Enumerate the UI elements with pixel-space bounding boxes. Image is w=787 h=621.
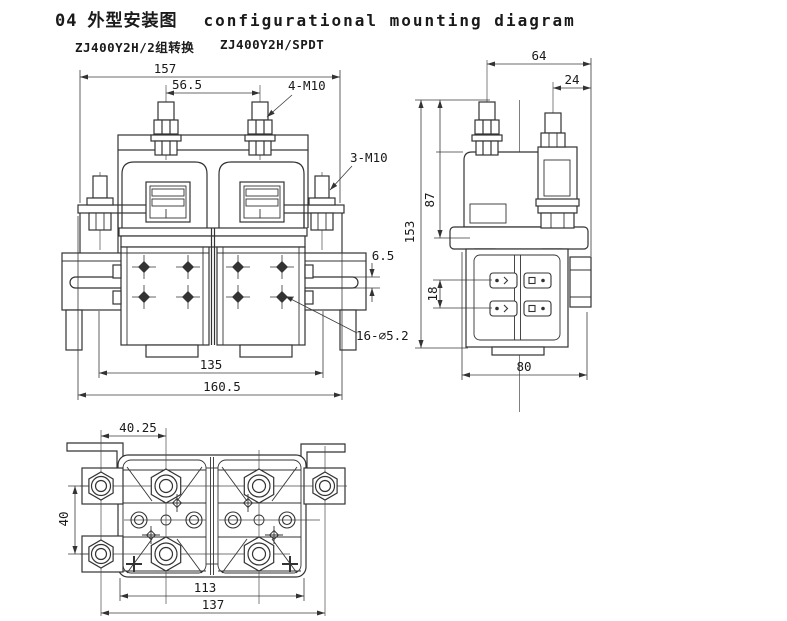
svg-text:3-M10: 3-M10 [350, 150, 388, 165]
bottom-busbars [123, 466, 301, 574]
dim-front-slot-width: 6.5 [350, 248, 394, 302]
side-aux-stud [540, 112, 566, 148]
page-title: 04 外型安装图 configurational mounting diagram [55, 6, 576, 31]
dim-front-top-width: 157 [79, 61, 341, 203]
svg-text:87: 87 [422, 192, 437, 207]
dim-side-overall-height: 153 [402, 100, 468, 349]
front-terminal-stud-left [150, 101, 182, 156]
front-flange [118, 227, 308, 237]
svg-text:135: 135 [200, 357, 223, 372]
dim-side-spade-spacing: 18 [425, 279, 492, 309]
svg-text:160.5: 160.5 [203, 379, 241, 394]
dim-bottom-bracket-span: 137 [101, 597, 325, 616]
front-left-bracket [61, 204, 151, 351]
dim-bottom-bracket-hole-spacing: 40 [56, 485, 88, 555]
bottom-right-tab [300, 443, 346, 469]
svg-text:157: 157 [154, 61, 177, 76]
svg-text:80: 80 [516, 359, 531, 374]
svg-text:6.5: 6.5 [372, 248, 395, 263]
center-hole [160, 514, 265, 526]
front-view: 157 56.5 4-M10 3-M10 6.5 16-∅5.2 [61, 61, 409, 400]
side-base-flange [449, 226, 589, 250]
side-view: 64 24 87 153 18 80 [402, 48, 592, 412]
polarity-plus-marks [126, 556, 298, 572]
svg-text:16-∅5.2: 16-∅5.2 [356, 328, 409, 343]
dim-front-overall-width: 160.5 [77, 216, 343, 400]
dim-side-base-width: 80 [461, 252, 588, 380]
bottom-view: 40.25 40 113 137 [56, 420, 347, 616]
dim-side-depth: 64 [487, 48, 592, 256]
svg-text:24: 24 [564, 72, 579, 87]
svg-text:56.5: 56.5 [172, 77, 202, 92]
front-cover [117, 134, 309, 228]
title-english: configurational mounting diagram [203, 11, 576, 30]
svg-text:18: 18 [425, 286, 440, 301]
side-lower-frame [465, 248, 569, 356]
svg-text:40: 40 [56, 511, 71, 526]
dim-front-body-width: 135 [98, 311, 324, 378]
front-bracket-bolt-right [308, 175, 336, 206]
label-front-terminal-holes: 16-∅5.2 [284, 295, 409, 343]
dim-side-aux-offset: 24 [553, 72, 591, 91]
model-label-right: ZJ400Y2H/SPDT [220, 37, 325, 52]
dim-bottom-bracket-to-pole: 40.25 [101, 420, 166, 439]
dim-front-terminal-spacing: 56.5 [166, 77, 260, 96]
front-right-bracket [271, 204, 367, 351]
side-terminal-stud [471, 101, 503, 156]
bottom-left-tab [66, 442, 124, 468]
svg-text:137: 137 [202, 597, 225, 612]
label-front-terminal-studs: 4-M10 [266, 78, 326, 118]
svg-text:40.25: 40.25 [119, 420, 157, 435]
side-mount-tab [569, 256, 592, 308]
svg-text:153: 153 [402, 221, 417, 244]
title-number: 04 [55, 11, 78, 31]
svg-text:113: 113 [194, 580, 217, 595]
svg-text:64: 64 [531, 48, 546, 63]
front-bracket-bolt-left [86, 175, 114, 206]
label-front-bracket-studs: 3-M10 [329, 150, 388, 191]
dim-bottom-base-width: 113 [119, 578, 305, 601]
svg-text:4-M10: 4-M10 [288, 78, 326, 93]
dim-side-body-height: 87 [415, 99, 490, 239]
front-terminal-stud-right [244, 101, 276, 156]
title-chinese: 外型安装图 [87, 11, 178, 31]
model-label-left: ZJ400Y2H/2组转换 [75, 40, 195, 55]
side-aux-terminal-block [535, 146, 580, 229]
